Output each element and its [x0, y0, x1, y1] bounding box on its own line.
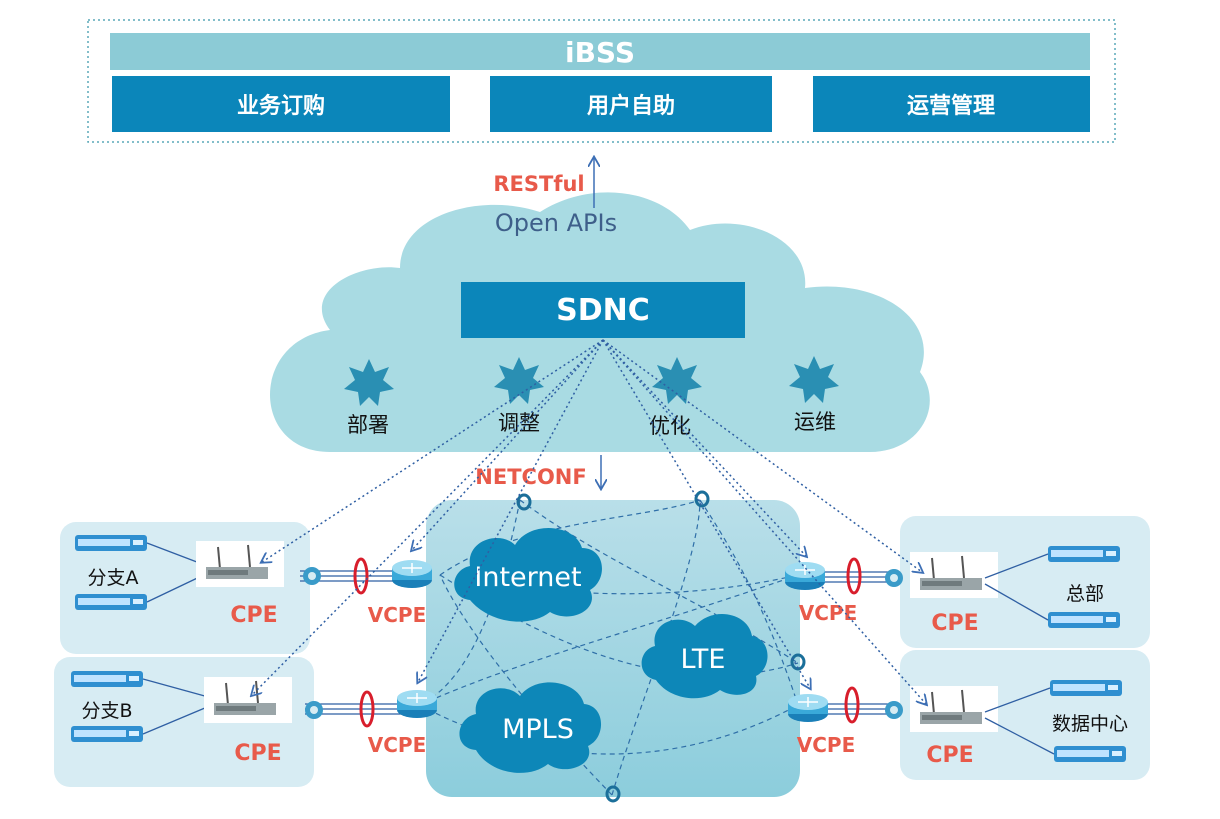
vcpe-router-icon-hq[interactable] [784, 561, 826, 591]
dc-switch-icon [1054, 746, 1126, 762]
ibss-module-operation-label: 运营管理 [907, 93, 995, 119]
branch-a-label: 分支A [88, 567, 139, 589]
vcpe-a-label: VCPE [368, 603, 426, 627]
mpls-cloud [459, 682, 602, 773]
internet-cloud [454, 528, 602, 622]
function-ops: 运维 [794, 410, 836, 434]
southbound-protocol: NETCONF [475, 465, 586, 489]
branch-b-switch-icon [71, 726, 143, 742]
hq-switch-icon [1048, 612, 1120, 628]
mpls-label: MPLS [502, 714, 574, 745]
branch-a-cpe-icon [195, 540, 285, 588]
lte-cloud [641, 613, 768, 699]
dc-cpe-icon [909, 685, 999, 733]
dc-switch-icon [1050, 680, 1122, 696]
hq-port-gear-icon [885, 569, 903, 587]
sdnc-title: SDNC [556, 293, 650, 328]
ibss-module-order[interactable] [112, 76, 450, 132]
ibss-module-order-label: 业务订购 [237, 93, 325, 119]
sdnc-box[interactable] [461, 282, 745, 338]
hq-cpe-icon [909, 551, 999, 599]
branch-b-cpe-icon [203, 676, 293, 724]
branch-b-label: 分支B [81, 700, 132, 722]
ibss-module-selfservice-label: 用户自助 [587, 93, 675, 119]
lte-label: LTE [681, 644, 726, 675]
wan-mesh-links [419, 499, 799, 796]
function-optimize: 优化 [649, 414, 691, 438]
ibss-module-selfservice[interactable] [490, 76, 772, 132]
ibss-module-operation[interactable] [813, 76, 1090, 132]
branch-a-cpe-label: CPE [230, 603, 277, 628]
vcpe-router-icon-a[interactable] [391, 559, 433, 589]
branch-a-switch-icon [75, 594, 147, 610]
ibss-frame [87, 19, 1116, 143]
control-lines [252, 339, 926, 704]
ibss-title-bar [110, 33, 1090, 70]
hq-cpe-label: CPE [931, 611, 978, 636]
tunnel-red-rings [353, 557, 862, 728]
function-adjust: 调整 [498, 411, 540, 435]
dc-cpe-label: CPE [926, 743, 973, 768]
internet-label: Internet [474, 562, 581, 593]
dc-port-gear-icon [885, 701, 903, 719]
branch-b-cpe-label: CPE [234, 741, 281, 766]
dc-label: 数据中心 [1052, 713, 1128, 735]
branch-a-port-gear-icon [303, 567, 321, 585]
vcpe-hq-label: VCPE [799, 601, 857, 625]
branch-b-port-gear-icon [305, 701, 323, 719]
northbound-protocol: RESTful [493, 172, 584, 196]
branch-b-switch-icon [71, 671, 143, 687]
vcpe-b-label: VCPE [368, 733, 426, 757]
vcpe-router-icon-dc[interactable] [787, 693, 829, 723]
vcpe-dc-label: VCPE [797, 733, 855, 757]
vcpe-router-icon-b[interactable] [396, 689, 438, 719]
wan-port-rings [516, 490, 806, 803]
branch-a-switch-icon [75, 535, 147, 551]
northbound-api: Open APIs [495, 209, 617, 237]
ibss-title: iBSS [565, 36, 635, 69]
function-deploy: 部署 [347, 413, 389, 437]
hq-switch-icon [1048, 546, 1120, 562]
hq-label: 总部 [1066, 583, 1104, 605]
